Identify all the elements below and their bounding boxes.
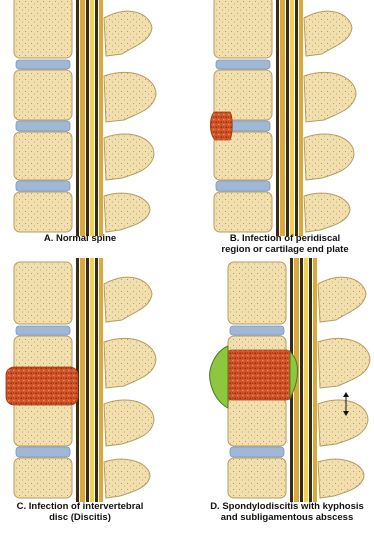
infected-disc-collapse (226, 350, 292, 400)
caption-b: B. Infection of peridiscal region or car… (200, 233, 370, 255)
panel-c-discitis (6, 258, 156, 502)
panel-d-spondylodiscitis (210, 258, 370, 502)
infected-disc (6, 367, 78, 405)
caption-c: C. Infection of intervertebral disc (Dis… (0, 501, 160, 523)
caption-d: D. Spondylodiscitis with kyphosis and su… (200, 501, 374, 523)
peridiscal-infection (210, 112, 232, 140)
panel-b-peridiscal-infection (210, 0, 356, 236)
panel-a-normal-spine (14, 0, 156, 236)
caption-a: A. Normal spine (0, 233, 160, 244)
subligamentous-abscess-anterior (210, 346, 228, 408)
